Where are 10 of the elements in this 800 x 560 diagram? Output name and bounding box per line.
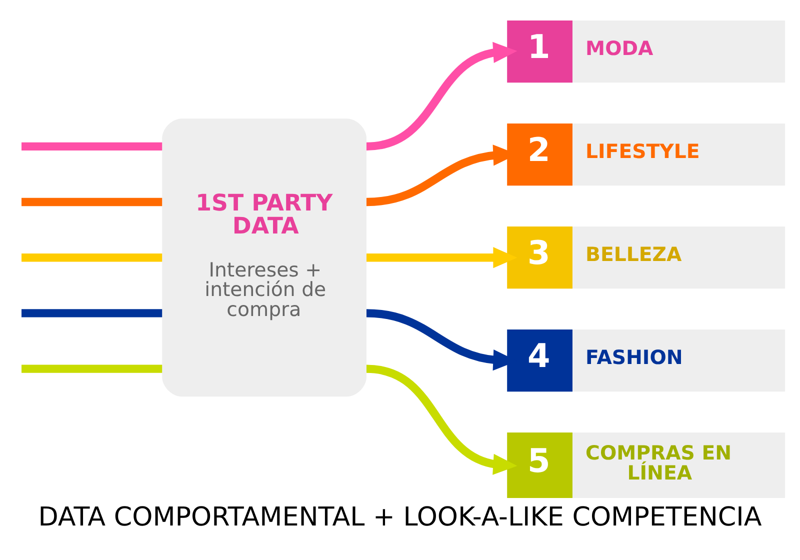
- arrow: [366, 364, 518, 474]
- node-box: 1ST PARTY DATA Intereses + intención de compra: [162, 118, 366, 396]
- arrow: [366, 246, 518, 268]
- connector: [22, 253, 162, 262]
- connector: [22, 308, 162, 317]
- connector: [22, 364, 162, 372]
- connector: [22, 197, 162, 206]
- connector: [22, 142, 162, 150]
- caption: DATA COMPORTAMENTAL + LOOK-A-LIKE COMPETENCIA: [38, 502, 762, 532]
- arrow: [366, 41, 518, 150]
